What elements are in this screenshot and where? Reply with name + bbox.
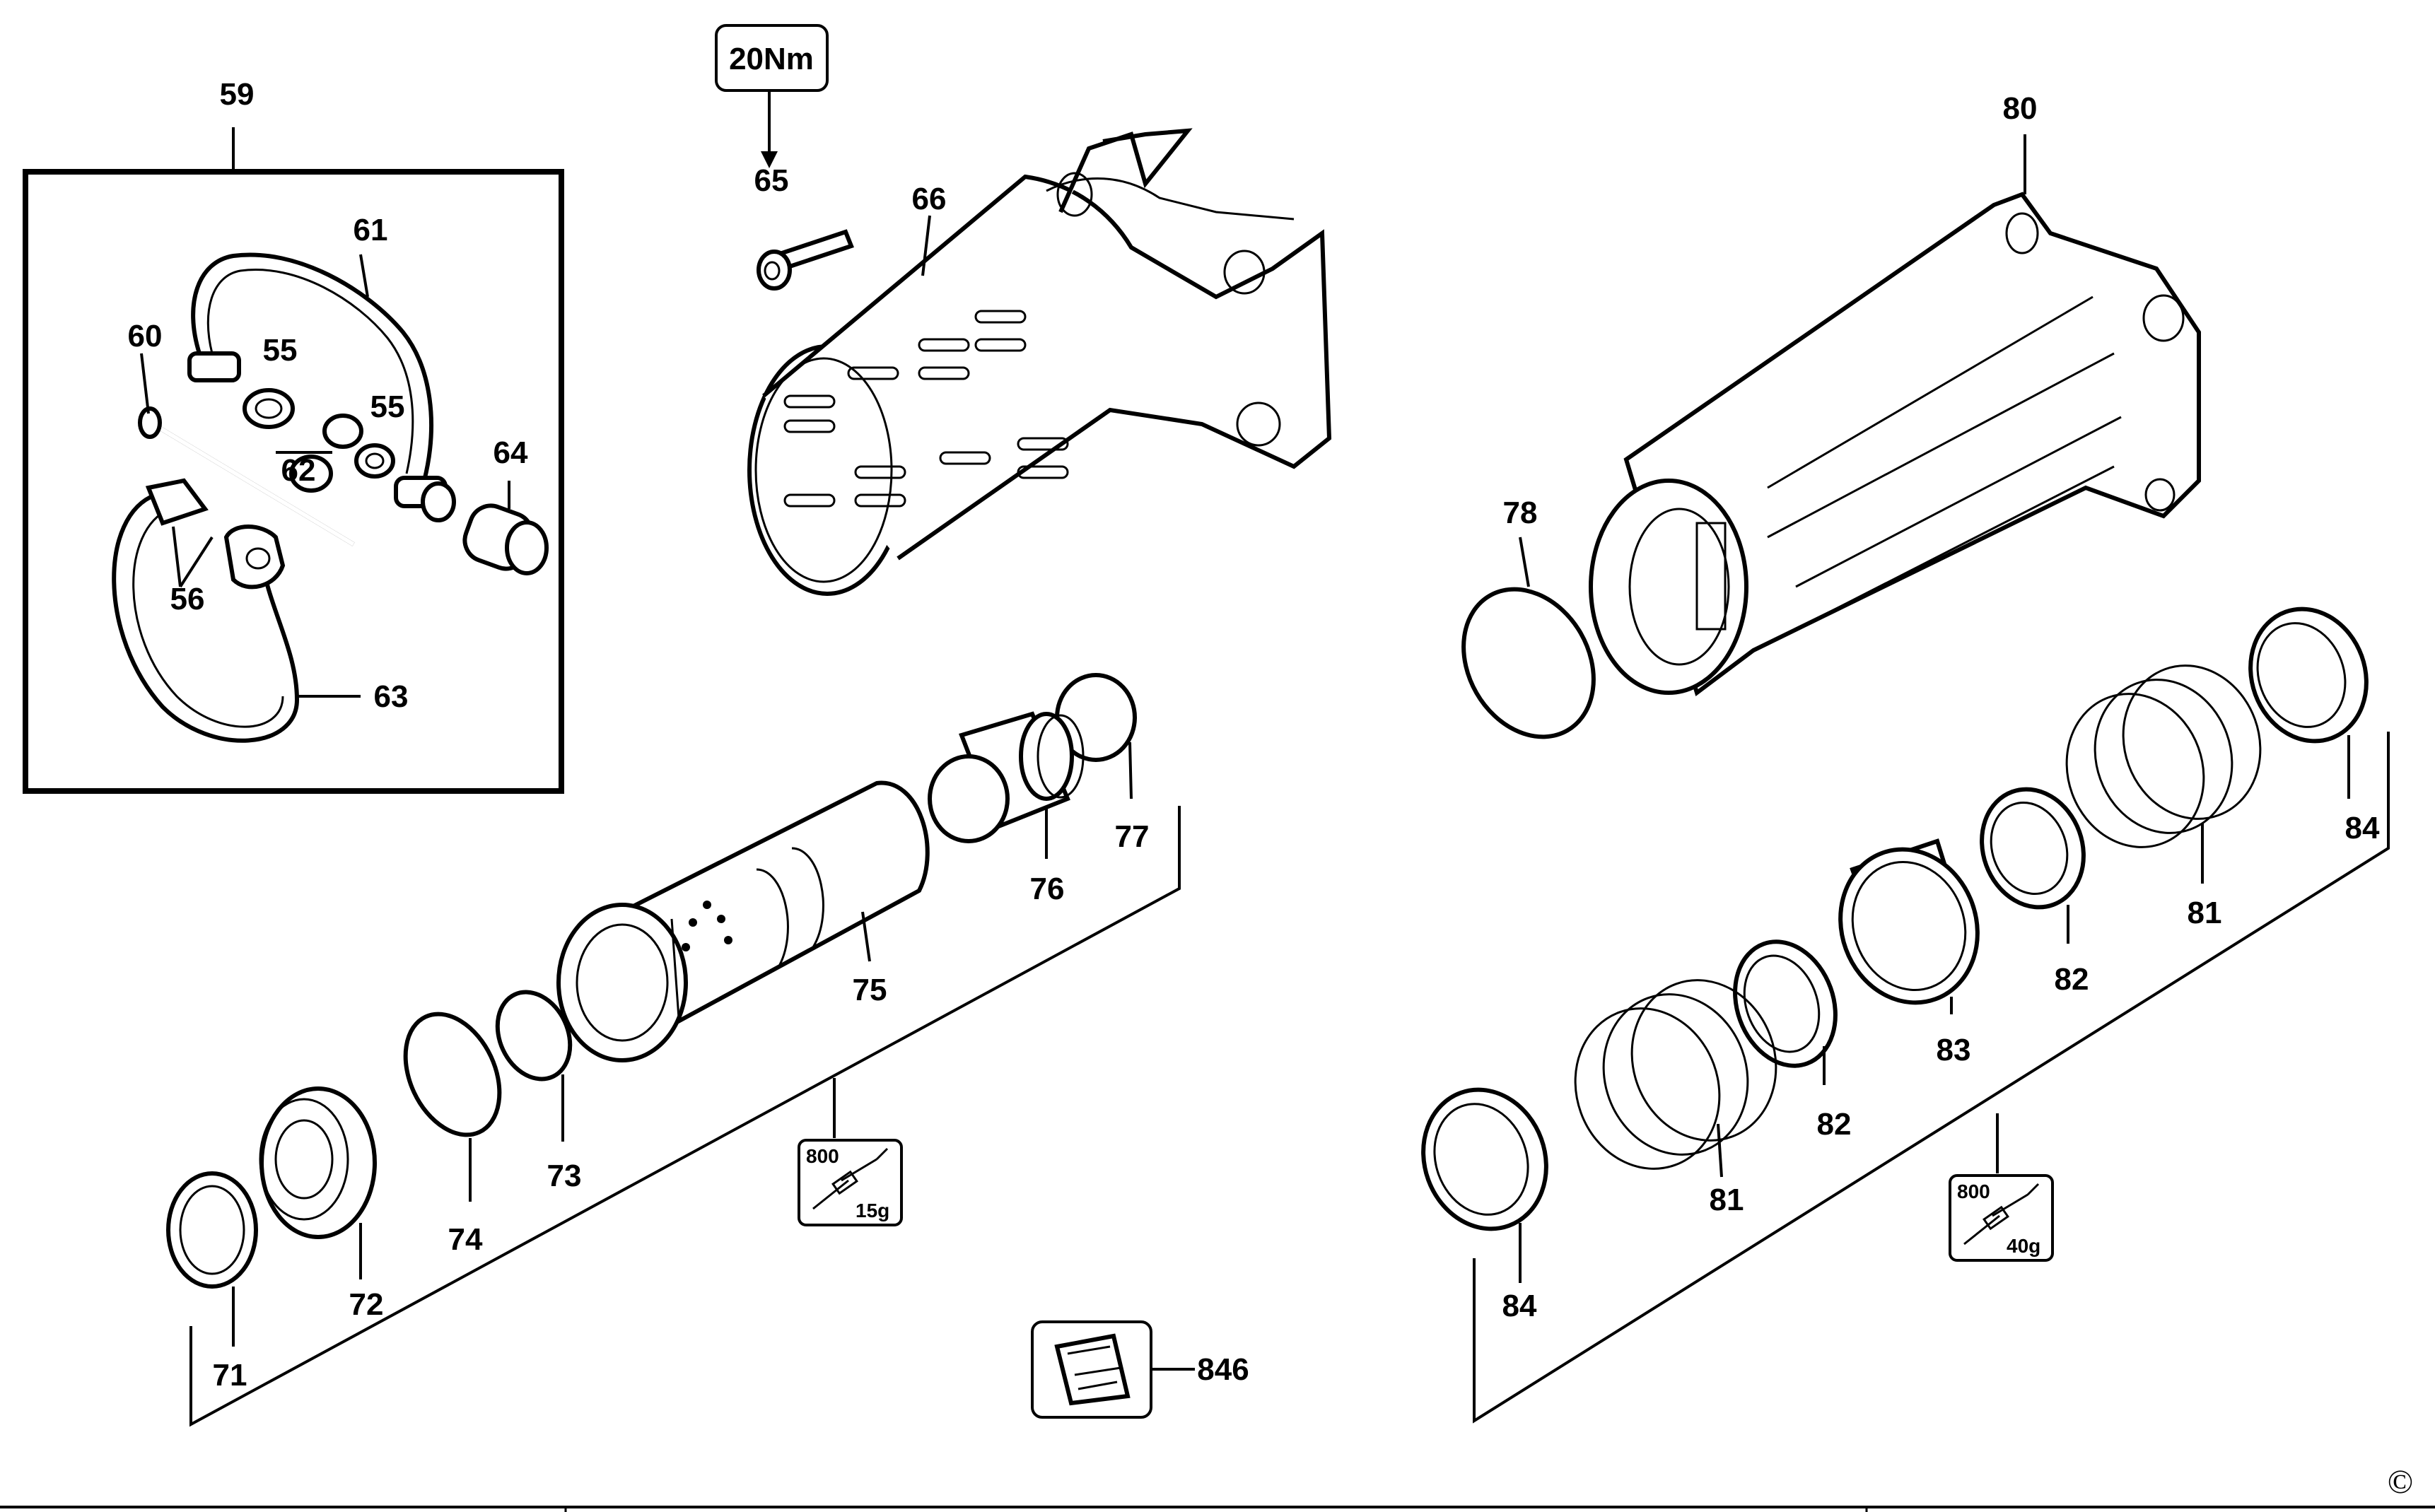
spring-81-top [2065, 664, 2262, 884]
parts-bag-846 [1031, 1320, 1195, 1419]
o-ring-74 [403, 1012, 502, 1202]
gear-housing-80 [1589, 134, 2201, 696]
bearing-72 [259, 1086, 377, 1279]
label-72: 72 [349, 1287, 384, 1322]
washer-62 [276, 414, 363, 493]
end-cap-84-top [2248, 606, 2369, 799]
cylinder-75 [556, 780, 930, 1062]
label-71: 71 [213, 1358, 247, 1393]
copyright-mark: © [2388, 1463, 2413, 1501]
label-82-bottom: 82 [1817, 1107, 1852, 1142]
leader-56 [172, 526, 214, 588]
screw-65 [757, 229, 854, 291]
label-55-right: 55 [370, 389, 405, 424]
o-ring-73 [495, 990, 573, 1142]
left-group-bracket [189, 806, 1181, 1427]
label-74: 74 [448, 1222, 483, 1257]
label-56: 56 [170, 582, 205, 616]
label-78: 78 [1503, 496, 1538, 530]
washer-71 [166, 1171, 258, 1347]
o-ring-78 [1461, 537, 1596, 739]
label-64: 64 [494, 435, 528, 470]
side-handle-kit-box [23, 127, 564, 794]
label-55-left: 55 [263, 333, 298, 368]
label-75: 75 [853, 973, 887, 1007]
label-65: 65 [754, 163, 789, 198]
sleeve-76 [928, 711, 1085, 859]
label-66: 66 [912, 182, 947, 216]
label-80: 80 [2003, 91, 2038, 126]
label-59: 59 [220, 77, 255, 112]
torque-value: 20Nm [729, 42, 814, 76]
label-81-top: 81 [2188, 896, 2222, 930]
ring-82-bottom [1733, 939, 1838, 1085]
label-77: 77 [1115, 819, 1150, 854]
grease-left-amount: 15g [856, 1200, 889, 1221]
motor-housing-66 [747, 128, 1332, 596]
bolt-60 [138, 353, 355, 546]
label-84-top: 84 [2345, 811, 2380, 845]
label-82-top: 82 [2055, 962, 2089, 997]
label-83: 83 [1937, 1033, 1971, 1067]
o-ring-77 [1055, 673, 1137, 799]
gear-55-right [354, 443, 395, 479]
knob-64 [462, 481, 549, 575]
spring-81-bottom [1574, 979, 1777, 1178]
label-81-bottom: 81 [1710, 1183, 1744, 1217]
band-clamp-63 [112, 478, 300, 743]
label-63: 63 [374, 679, 409, 714]
label-61: 61 [354, 213, 388, 247]
gear-55-left [243, 388, 295, 429]
label-62: 62 [281, 453, 316, 488]
label-84-bottom: 84 [1502, 1289, 1537, 1323]
vent-slots [783, 310, 1069, 508]
end-cap-84-bottom [1421, 1087, 1548, 1283]
grease-badge-right: 800 40g [1949, 1174, 2054, 1262]
grease-badge-left: 800 15g [798, 1139, 903, 1226]
label-73: 73 [547, 1159, 582, 1193]
grease-left-code: 800 [806, 1145, 839, 1167]
label-60: 60 [128, 319, 163, 353]
handle-bow-61 [187, 252, 456, 522]
grease-right-code: 800 [1957, 1180, 1990, 1202]
torque-box: 20Nm [715, 24, 829, 168]
label-846: 846 [1197, 1352, 1249, 1387]
ring-82-top [1980, 787, 2086, 944]
label-76: 76 [1030, 872, 1065, 906]
grease-right-amount: 40g [2007, 1235, 2040, 1257]
right-group-bracket [1473, 732, 2390, 1424]
bushing-83 [1838, 838, 1980, 1014]
